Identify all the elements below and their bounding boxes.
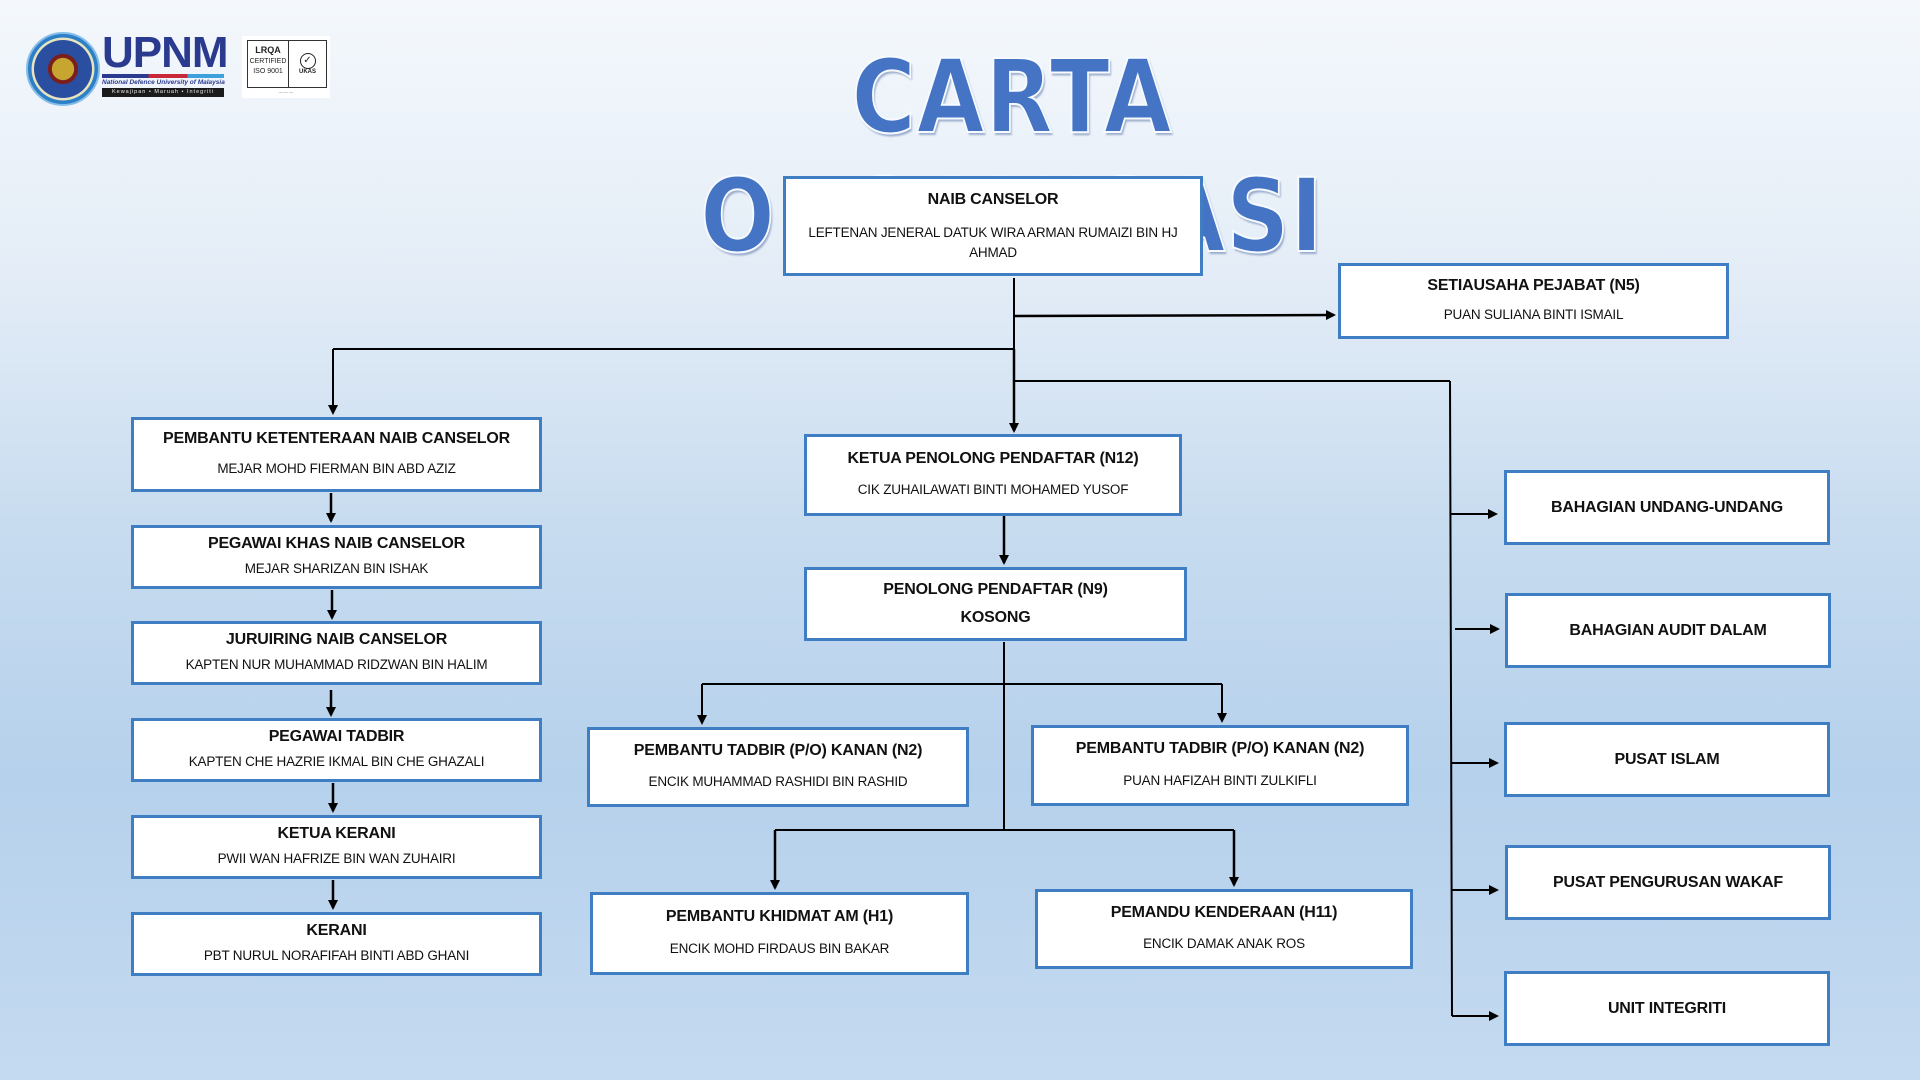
person-name: MEJAR SHARIZAN BIN ISHAK [244, 561, 429, 577]
person-name: ENCIK DAMAK ANAK ROS [1143, 936, 1305, 951]
org-box-kerani: KERANI PBT NURUL NORAFIFAH BINTI ABD GHA… [131, 912, 542, 976]
org-box-juruiring: JURUIRING NAIB CANSELOR KAPTEN NUR MUHAM… [131, 621, 542, 685]
logo-subtitle: National Defence University of Malaysia [102, 79, 225, 86]
cert-iso: ISO 9001 [253, 68, 283, 75]
position-title: NAIB CANSELOR [927, 191, 1059, 208]
position-title: JURUIRING NAIB CANSELOR [225, 630, 448, 648]
position-title: PEGAWAI TADBIR [268, 727, 405, 745]
org-box-pegawai-khas: PEGAWAI KHAS NAIB CANSELOR MEJAR SHARIZA… [131, 525, 542, 589]
cert-lrqa: LRQA [255, 45, 281, 55]
unit-title: BAHAGIAN AUDIT DALAM [1569, 621, 1767, 639]
person-name: KAPTEN CHE HAZRIE IKMAL BIN CHE GHAZALI [188, 754, 485, 770]
cert-footer-line: — — — [278, 89, 294, 94]
position-title: PENOLONG PENDAFTAR (N9) [883, 580, 1108, 598]
position-title: PEMBANTU TADBIR (P/O) KANAN (N2) [633, 742, 923, 759]
cert-certified: CERTIFIED [249, 58, 287, 65]
logo-color-bar [102, 74, 224, 78]
unit-title: PUSAT ISLAM [1614, 750, 1720, 768]
vacancy-status: KOSONG [960, 609, 1031, 627]
person-name: MEJAR MOHD FIERMAN BIN ABD AZIZ [217, 460, 456, 476]
unit-title: PUSAT PENGURUSAN WAKAF [1553, 873, 1783, 891]
position-title: PEGAWAI KHAS NAIB CANSELOR [207, 534, 466, 552]
org-box-pegawai-tadbir: PEGAWAI TADBIR KAPTEN CHE HAZRIE IKMAL B… [131, 718, 542, 782]
org-box-pusat-islam: PUSAT ISLAM [1504, 722, 1830, 797]
position-title: SETIAUSAHA PEJABAT (N5) [1427, 276, 1640, 294]
person-name: PUAN HAFIZAH BINTI ZULKIFLI [1123, 772, 1317, 788]
unit-title: UNIT INTEGRITI [1607, 999, 1727, 1017]
person-name: ENCIK MUHAMMAD RASHIDI BIN RASHID [648, 774, 908, 789]
org-box-pemandu-kenderaan: PEMANDU KENDERAAN (H11) ENCIK DAMAK ANAK… [1035, 889, 1413, 969]
org-box-setiausaha: SETIAUSAHA PEJABAT (N5) PUAN SULIANA BIN… [1338, 263, 1729, 339]
connector-right-vertical [1449, 380, 1453, 1017]
org-box-penolong-pendaftar: PENOLONG PENDAFTAR (N9) KOSONG [804, 567, 1187, 641]
person-name: PWII WAN HAFRIZE BIN WAN ZUHAIRI [217, 851, 456, 867]
org-box-ketua-penolong-pendaftar: KETUA PENOLONG PENDAFTAR (N12) CIK ZUHAI… [804, 434, 1182, 516]
org-box-unit-integriti: UNIT INTEGRITI [1504, 971, 1830, 1046]
position-title: PEMBANTU KHIDMAT AM (H1) [665, 908, 894, 925]
check-icon: ✓ [299, 53, 316, 69]
person-name: PBT NURUL NORAFIFAH BINTI ABD GHANI [203, 948, 470, 964]
unit-title: BAHAGIAN UNDANG-UNDANG [1550, 498, 1784, 516]
person-name: KAPTEN NUR MUHAMMAD RIDZWAN BIN HALIM [185, 657, 488, 673]
iso-certification-badge: LRQA CERTIFIED ISO 9001 ✓ UKAS — — — [242, 36, 330, 98]
position-title: KETUA PENOLONG PENDAFTAR (N12) [847, 449, 1139, 467]
logo-motto: Kewajipan • Maruah • Integriti [102, 88, 224, 97]
cert-ukas: UKAS [298, 69, 316, 75]
org-box-pusat-pengurusan-wakaf: PUSAT PENGURUSAN WAKAF [1505, 845, 1831, 920]
org-box-bahagian-audit-dalam: BAHAGIAN AUDIT DALAM [1505, 593, 1831, 668]
org-box-pembantu-ketenteraan: PEMBANTU KETENTERAAN NAIB CANSELOR MEJAR… [131, 417, 542, 492]
org-box-pembantu-tadbir-1: PEMBANTU TADBIR (P/O) KANAN (N2) ENCIK M… [587, 727, 969, 807]
university-seal-icon [26, 32, 100, 106]
org-box-pembantu-tadbir-2: PEMBANTU TADBIR (P/O) KANAN (N2) PUAN HA… [1031, 725, 1409, 806]
person-name: LEFTENAN JENERAL DATUK WIRA ARMAN RUMAIZ… [808, 225, 1178, 260]
person-name: CIK ZUHAILAWATI BINTI MOHAMED YUSOF [857, 482, 1129, 498]
org-box-ketua-kerani: KETUA KERANI PWII WAN HAFRIZE BIN WAN ZU… [131, 815, 542, 879]
position-title: PEMANDU KENDERAAN (H11) [1110, 904, 1338, 921]
connector-setiausaha [1013, 310, 1336, 321]
org-box-bahagian-undang-undang: BAHAGIAN UNDANG-UNDANG [1504, 470, 1830, 545]
org-box-pembantu-khidmat-am: PEMBANTU KHIDMAT AM (H1) ENCIK MOHD FIRD… [590, 892, 969, 975]
person-name: ENCIK MOHD FIRDAUS BIN BAKAR [669, 941, 890, 956]
position-title: KETUA KERANI [277, 824, 396, 842]
position-title: PEMBANTU KETENTERAAN NAIB CANSELOR [163, 430, 510, 448]
person-name: PUAN SULIANA BINTI ISMAIL [1443, 307, 1624, 323]
position-title: KERANI [306, 921, 367, 939]
logo-wordmark: UPNM [102, 28, 229, 77]
org-box-naib-canselor: NAIB CANSELOR LEFTENAN JENERAL DATUK WIR… [783, 176, 1203, 276]
position-title: PEMBANTU TADBIR (P/O) KANAN (N2) [1075, 740, 1365, 758]
